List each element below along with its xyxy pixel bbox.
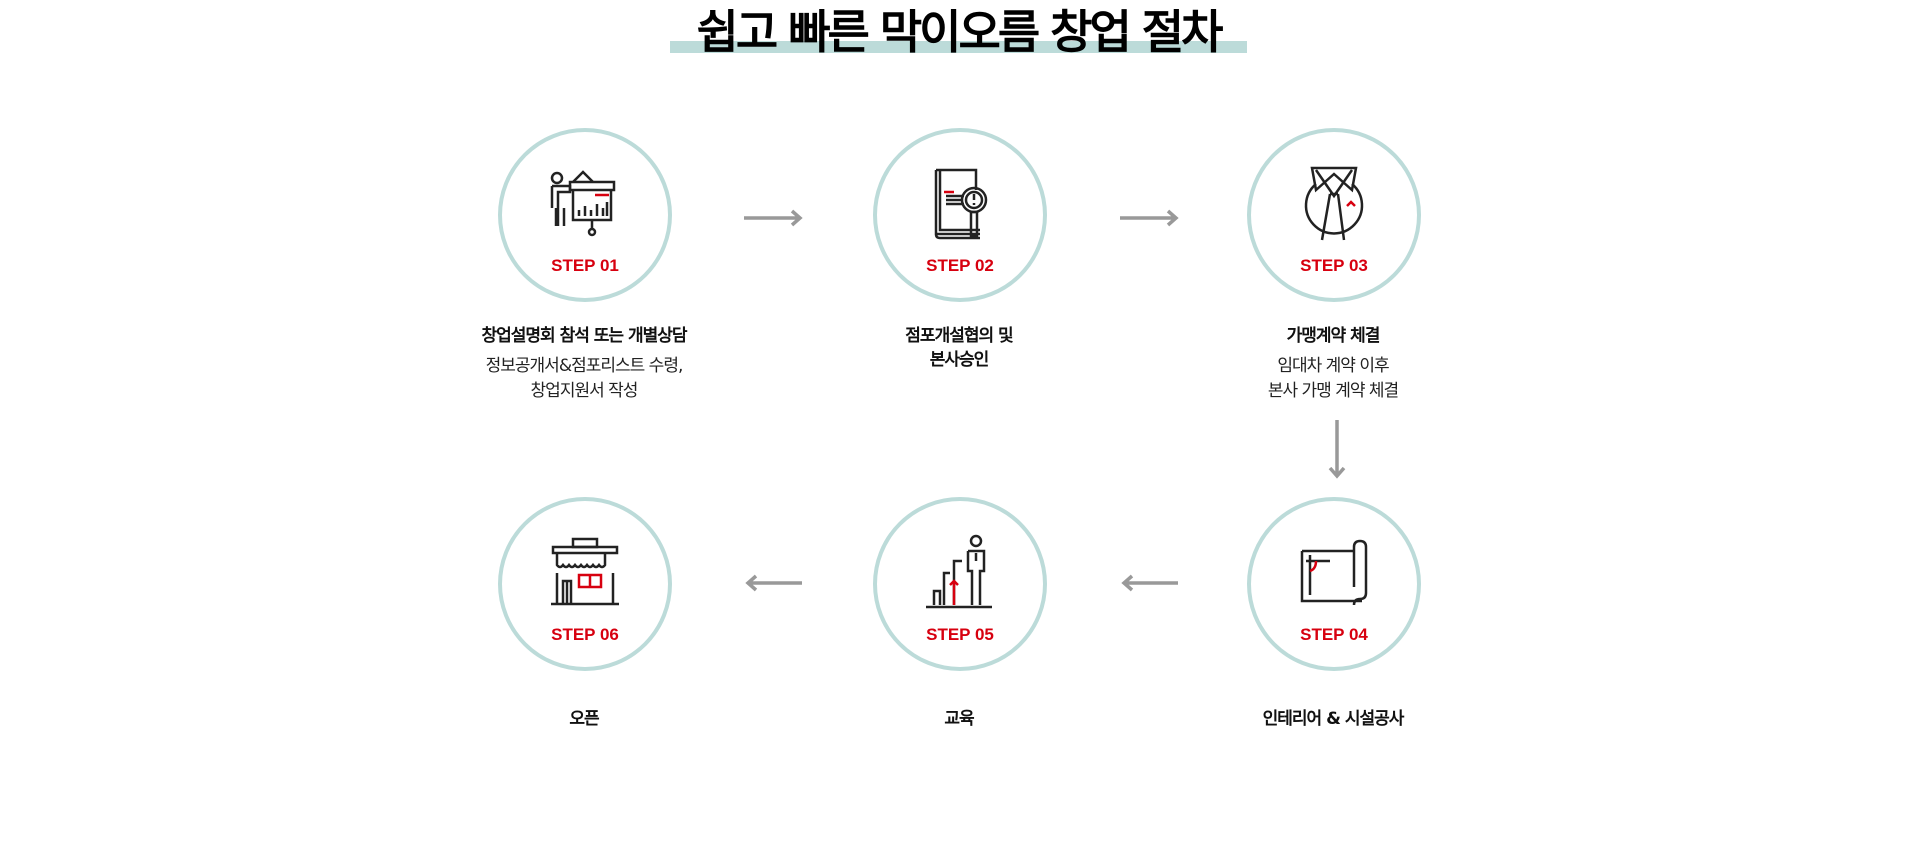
growth-person-icon — [918, 531, 1002, 615]
presentation-icon — [543, 162, 627, 246]
step-circle: STEP 02 — [873, 128, 1047, 302]
step-circle: STEP 06 — [498, 497, 672, 671]
arrow-left-icon — [745, 574, 802, 592]
arrow-right-icon — [1120, 209, 1179, 227]
step-subtext: 본사 가맹 계약 체결 — [1267, 381, 1399, 401]
step-description: 오픈 — [384, 707, 784, 731]
step-label: STEP 02 — [926, 256, 994, 275]
arrow-right-icon — [744, 209, 803, 227]
step-label: STEP 01 — [551, 256, 619, 275]
shirt-tie-icon — [1292, 162, 1376, 246]
document-search-icon — [918, 162, 1002, 246]
step-label: STEP 06 — [551, 625, 619, 644]
step-title: 점포개설협의 및 — [905, 326, 1013, 346]
step-label: STEP 05 — [926, 625, 994, 644]
arrow-left-icon — [1121, 574, 1178, 592]
step-label: STEP 04 — [1300, 625, 1368, 644]
title-underline-highlight — [670, 41, 1247, 53]
step-label: STEP 03 — [1300, 256, 1368, 275]
step-title: 인테리어 & 시설공사 — [1262, 709, 1405, 729]
step-description: 창업설명회 참석 또는 개별상담 정보공개서&점포리스트 수령, 창업지원서 작… — [384, 324, 784, 404]
page-title-block: 쉽고 빠른 막이오름 창업 절차 — [670, 0, 1247, 59]
step-circle: STEP 05 — [873, 497, 1047, 671]
step-description: 인테리어 & 시설공사 — [1133, 707, 1533, 731]
arrow-down-icon — [1328, 420, 1346, 479]
step-title: 가맹계약 체결 — [1286, 326, 1381, 346]
step-circle: STEP 03 — [1247, 128, 1421, 302]
step-circle: STEP 01 — [498, 128, 672, 302]
step-title: 창업설명회 참석 또는 개별상담 — [481, 326, 687, 346]
step-description: 점포개설협의 및 본사승인 — [759, 324, 1159, 372]
page-title: 쉽고 빠른 막이오름 창업 절차 — [696, 5, 1224, 59]
step-subtext: 임대차 계약 이후 — [1277, 356, 1389, 376]
step-circle: STEP 04 — [1247, 497, 1421, 671]
blueprint-icon — [1292, 531, 1376, 615]
step-title: 오픈 — [569, 709, 599, 729]
step-description: 가맹계약 체결 임대차 계약 이후 본사 가맹 계약 체결 — [1133, 324, 1533, 404]
step-subtext: 창업지원서 작성 — [530, 381, 639, 401]
storefront-icon — [543, 531, 627, 615]
step-description: 교육 — [759, 707, 1159, 731]
step-title: 교육 — [944, 709, 974, 729]
step-subtext: 정보공개서&점포리스트 수령, — [485, 356, 684, 376]
step-title: 본사승인 — [929, 350, 990, 370]
